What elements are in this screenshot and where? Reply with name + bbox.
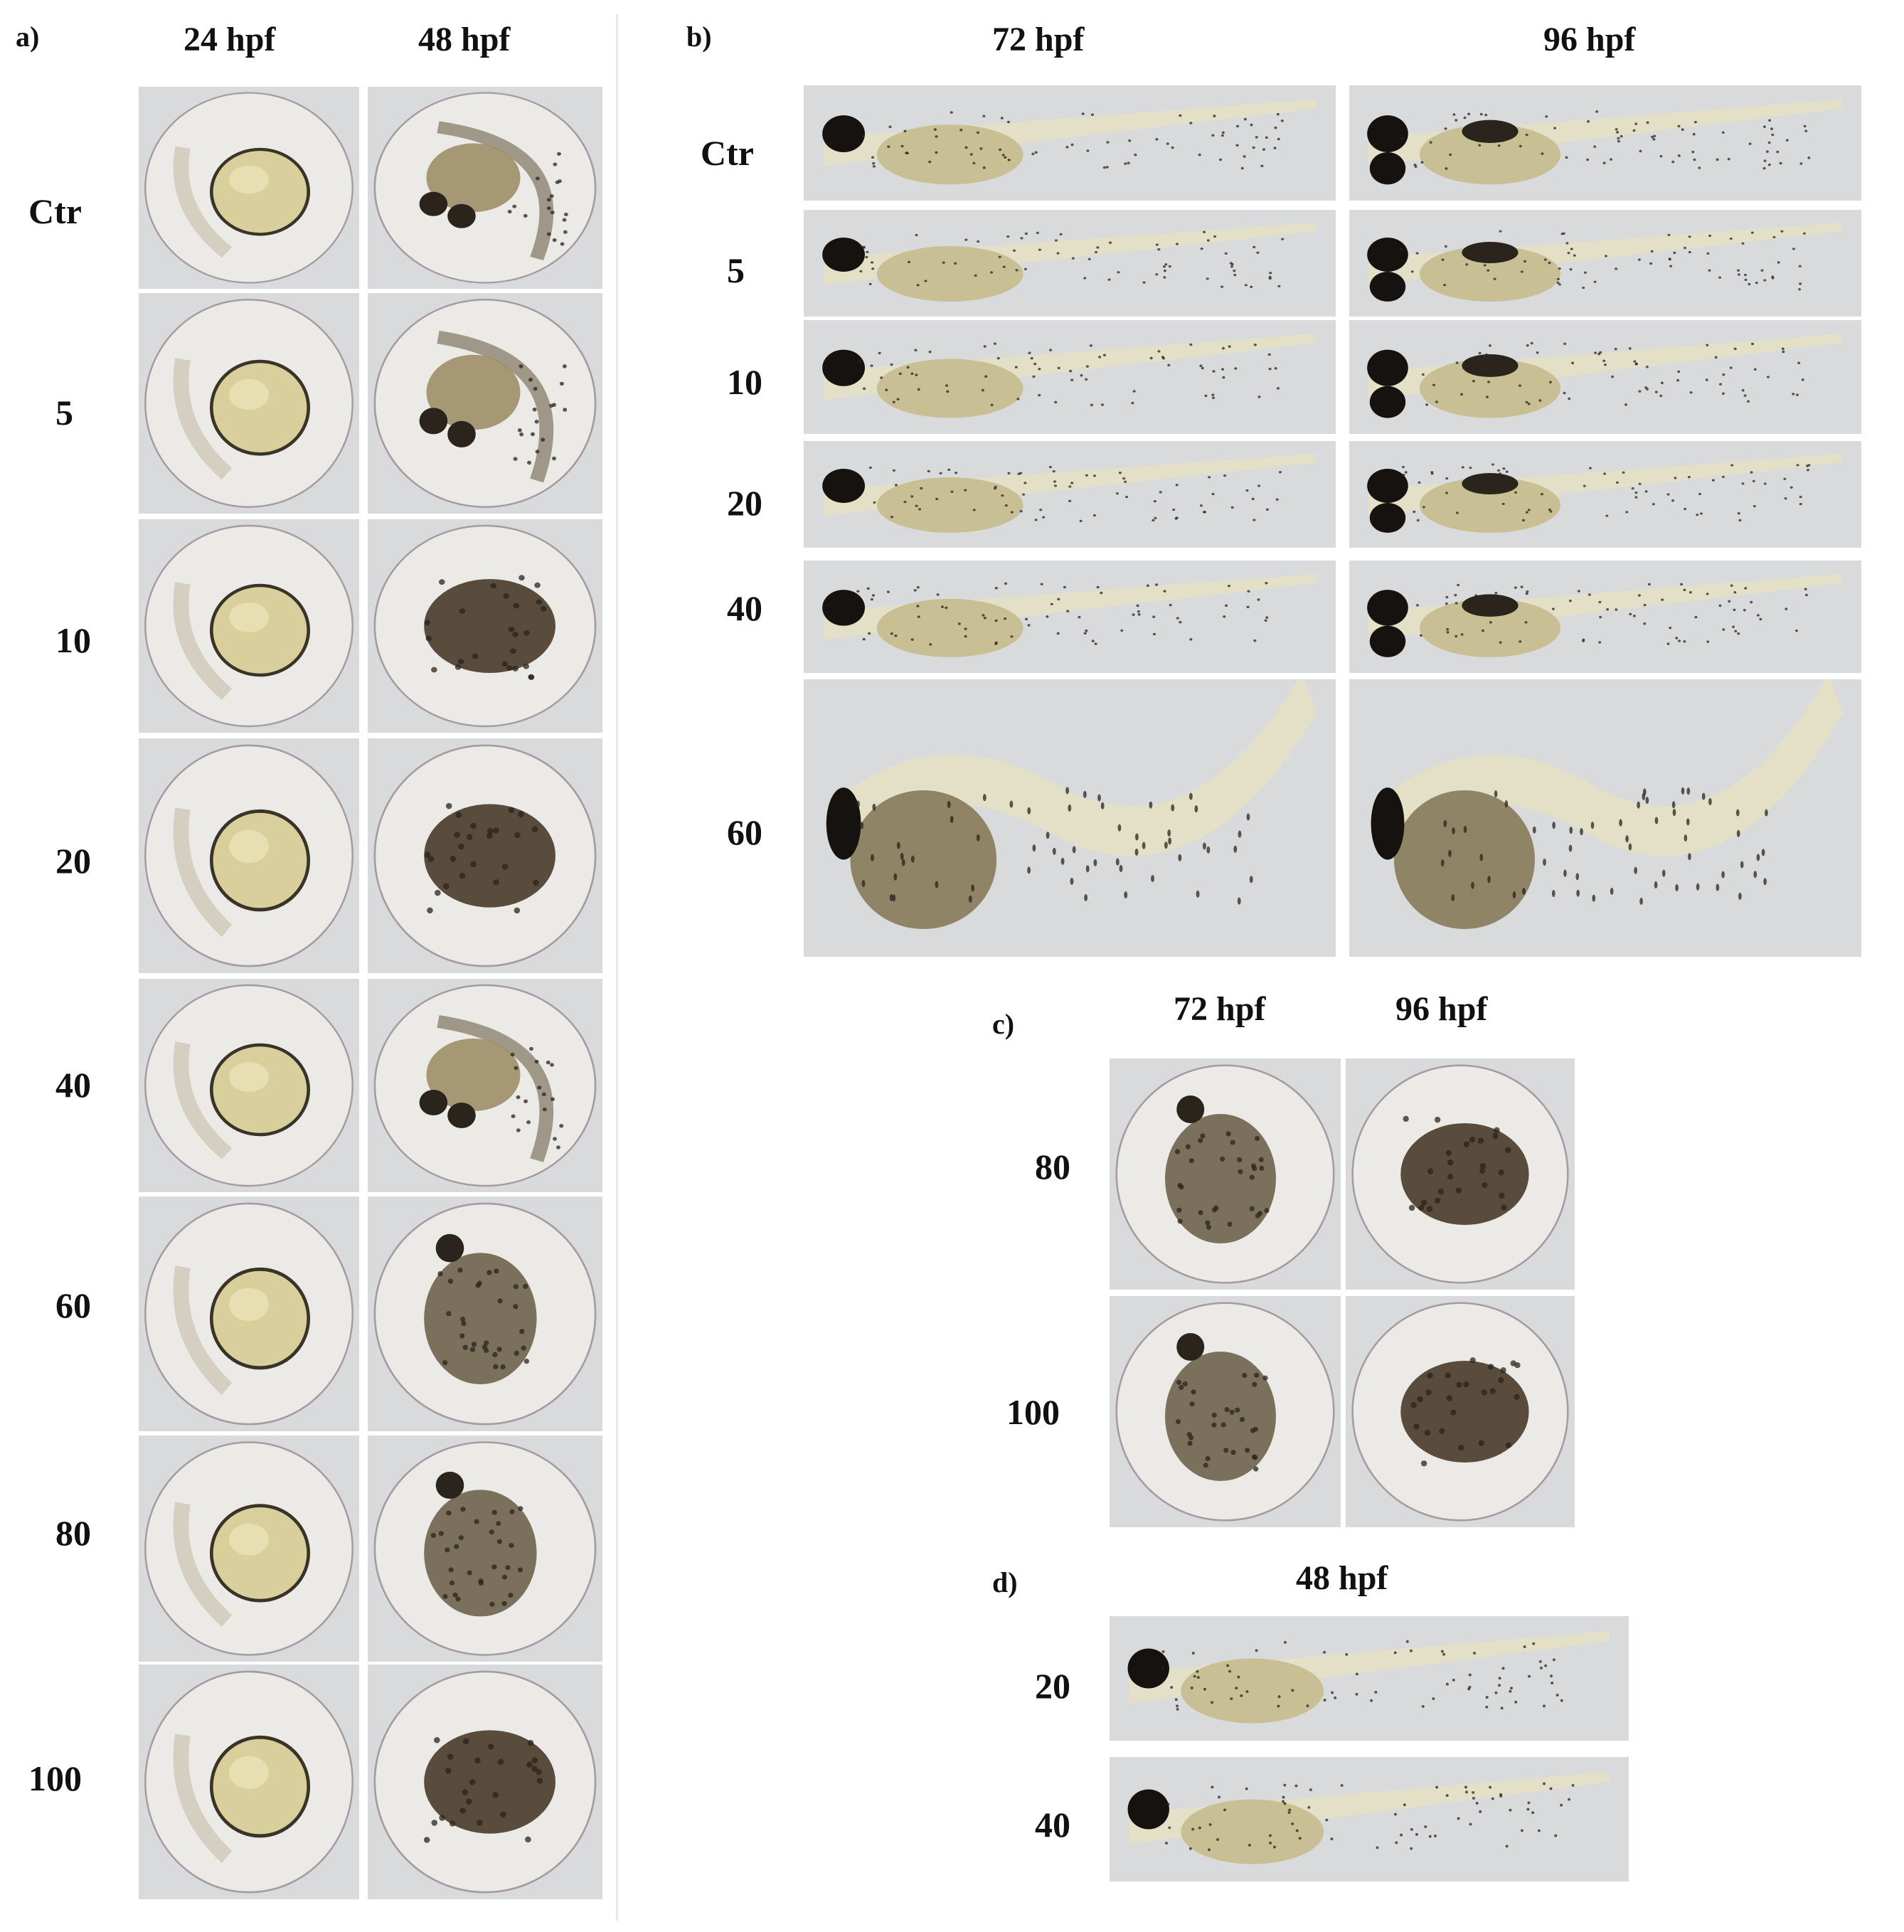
larva-image-96hpf-5: [1349, 210, 1861, 317]
panel-a-row-ctr: Ctr: [28, 191, 82, 231]
embryo-image-24hpf-60: [139, 1196, 359, 1431]
panel-d-row-40: 40: [1035, 1805, 1070, 1845]
panel-a-col-24hpf: 24 hpf: [184, 21, 276, 58]
larva-image-72hpf-Ctr: [804, 85, 1336, 201]
panel-b-col-96hpf: 96 hpf: [1543, 21, 1636, 58]
embryo-image-96hpf-80: [1346, 1058, 1575, 1290]
larva-image-72hpf-5: [804, 210, 1336, 317]
panel-c-row-80: 80: [1035, 1147, 1070, 1187]
panel-b-label: b): [686, 21, 712, 53]
panel-b-row-40: 40: [727, 588, 762, 628]
panel-a-row-5: 5: [55, 393, 73, 432]
embryo-image-96hpf-100: [1346, 1296, 1575, 1527]
larva-image-96hpf-40: [1349, 561, 1861, 673]
embryo-image-24hpf-20: [139, 738, 359, 973]
embryo-image-48hpf-Ctr: [368, 87, 602, 289]
panel-divider: [616, 14, 618, 1921]
larva-image-96hpf-60: [1349, 679, 1861, 957]
panel-b-row-5: 5: [727, 250, 745, 290]
larva-image-96hpf-Ctr: [1349, 85, 1861, 201]
embryo-image-48hpf-80: [368, 1435, 602, 1662]
embryo-image-24hpf-100: [139, 1665, 359, 1899]
larva-image-96hpf-20: [1349, 441, 1861, 548]
larva-image-72hpf-40: [804, 561, 1336, 673]
larva-image-72hpf-10: [804, 320, 1336, 434]
panel-c-label: c): [992, 1008, 1015, 1040]
embryo-image-48hpf-40: [368, 979, 602, 1192]
panel-b-col-72hpf: 72 hpf: [992, 21, 1085, 58]
panel-a-label: a): [16, 21, 40, 53]
embryo-image-24hpf-80: [139, 1435, 359, 1662]
panel-a-row-10: 10: [55, 620, 91, 660]
panel-c-col-72hpf: 72 hpf: [1174, 990, 1266, 1028]
embryo-image-72hpf-80: [1110, 1058, 1341, 1290]
larva-image-96hpf-10: [1349, 320, 1861, 434]
panel-a-row-40: 40: [55, 1065, 91, 1105]
panel-a-row-20: 20: [55, 841, 91, 881]
panel-c-col-96hpf: 96 hpf: [1395, 990, 1488, 1028]
embryo-image-24hpf-10: [139, 519, 359, 733]
larva-image-72hpf-20: [804, 441, 1336, 548]
embryo-image-24hpf-40: [139, 979, 359, 1192]
panel-b-row-20: 20: [727, 483, 762, 523]
embryo-image-24hpf-5: [139, 293, 359, 514]
panel-a-row-100: 100: [28, 1758, 82, 1798]
panel-d-label: d): [992, 1566, 1018, 1598]
panel-b-row-60: 60: [727, 812, 762, 852]
larva-image-48hpf-40: [1110, 1757, 1629, 1881]
larva-image-48hpf-20: [1110, 1616, 1629, 1741]
embryo-image-72hpf-100: [1110, 1296, 1341, 1527]
panel-b-row-ctr: Ctr: [701, 133, 754, 173]
panel-a-row-60: 60: [55, 1285, 91, 1325]
embryo-image-48hpf-5: [368, 293, 602, 514]
panel-b-row-10: 10: [727, 362, 762, 402]
embryo-image-48hpf-10: [368, 519, 602, 733]
embryo-image-48hpf-60: [368, 1196, 602, 1431]
embryo-image-24hpf-Ctr: [139, 87, 359, 289]
embryo-image-48hpf-20: [368, 738, 602, 973]
panel-a-col-48hpf: 48 hpf: [418, 21, 511, 58]
panel-c-row-100: 100: [1006, 1392, 1060, 1432]
larva-image-72hpf-60: [804, 679, 1336, 957]
panel-d-col-48hpf: 48 hpf: [1296, 1559, 1388, 1597]
panel-d-row-20: 20: [1035, 1666, 1070, 1706]
panel-a-row-80: 80: [55, 1513, 91, 1553]
embryo-image-48hpf-100: [368, 1665, 602, 1899]
